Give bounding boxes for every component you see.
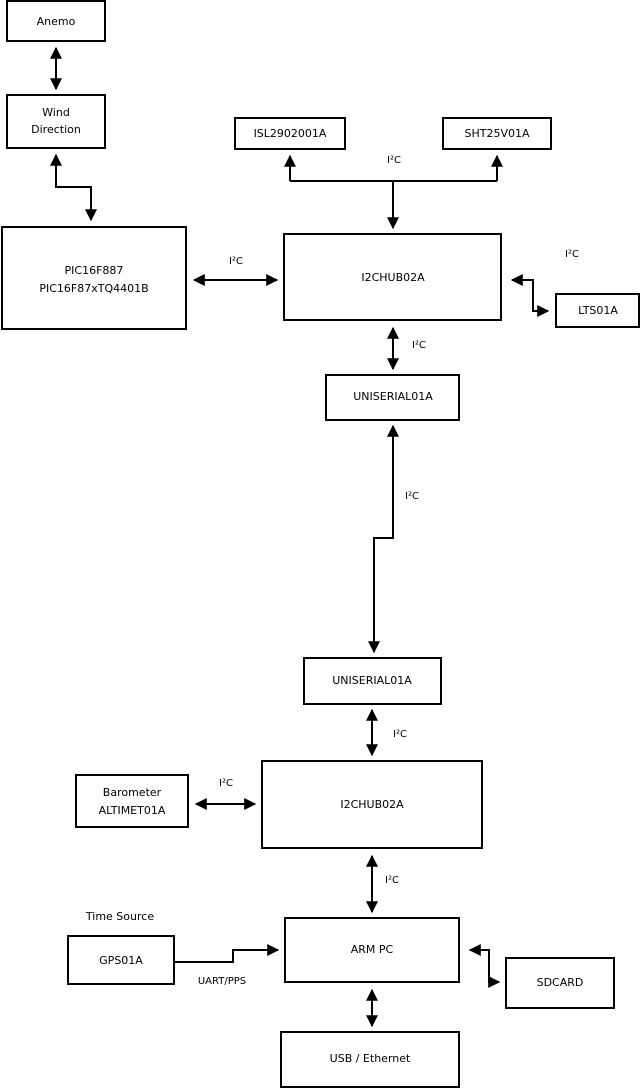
node-label: LTS01A [578,304,618,317]
node-box[interactable] [6,94,106,149]
node-label-line-1: PIC16F887 [65,264,124,277]
node-box[interactable] [442,117,552,150]
node-uniserial01a-lower[interactable]: UNISERIAL01A [303,657,442,705]
edge-label-i2chub-lts: I²C [565,249,579,260]
edge-label-barometer-i2chub: I²C [219,778,233,789]
node-box[interactable] [280,1031,460,1088]
node-box[interactable] [75,774,189,828]
edge-label-i2chub-arm-pc: I²C [385,875,399,886]
node-box[interactable] [1,226,187,330]
node-box[interactable] [555,293,640,328]
node-gps01a[interactable]: GPS01A [67,935,175,985]
node-label-line-1: Barometer [103,786,162,799]
node-i2chub02a-bottom[interactable]: I2CHUB02A [261,760,483,849]
edge-gps-arm-pc [174,944,280,963]
node-box[interactable] [303,657,442,705]
node-sdcard[interactable]: SDCARD [505,957,615,1009]
node-uniserial01a-upper[interactable]: UNISERIAL01A [325,374,460,421]
node-label: SHT25V01A [464,127,529,140]
connector-line [368,424,399,654]
node-box[interactable] [283,233,502,321]
node-label: USB / Ethernet [330,1052,411,1065]
node-box[interactable] [67,935,175,985]
node-isl2902001a[interactable]: ISL2902001A [234,117,346,150]
node-label: ARM PC [351,943,394,956]
connector-line [468,944,501,988]
node-label: ISL2902001A [254,127,327,140]
edge-label-gps-arm-pc: UART/PPS [198,976,246,987]
edge-i2chub-top-sensors [284,154,503,230]
node-anemo[interactable]: Anemo [6,0,106,42]
node-pic-microcontroller[interactable]: PIC16F887 PIC16F87xTQ4401B [1,226,187,330]
edge-uniserial-1-uniserial-2 [368,424,399,654]
edge-label-i2chub-uniserial: I²C [412,340,426,351]
node-barometer-altimet01a[interactable]: Barometer ALTIMET01A [75,774,189,828]
node-label-line-2: Direction [31,123,81,136]
edge-i2chub-top-lts [510,274,550,317]
node-label-line-2: ALTIMET01A [99,804,166,817]
node-usb-ethernet[interactable]: USB / Ethernet [280,1031,460,1088]
node-label: I2CHUB02A [340,798,404,811]
node-label: I2CHUB02A [361,271,425,284]
label-time-source: Time Source [85,910,154,923]
node-box[interactable] [284,917,460,983]
node-arm-pc[interactable]: ARM PC [284,917,460,983]
node-label: UNISERIAL01A [332,674,412,687]
node-sht25v01a[interactable]: SHT25V01A [442,117,552,150]
node-label: Anemo [37,15,76,28]
node-label: SDCARD [537,976,584,989]
node-lts01a[interactable]: LTS01A [555,293,640,328]
connector-line [50,153,97,222]
edge-wind-direction-pic [50,153,97,222]
connector-line [174,944,280,963]
node-box[interactable] [261,760,483,849]
node-label: UNISERIAL01A [353,390,433,403]
node-label-line-1: Wind [42,106,70,119]
edge-arm-pc-sdcard [468,944,501,988]
node-wind-direction[interactable]: Wind Direction [6,94,106,149]
node-i2chub02a-top[interactable]: I2CHUB02A [283,233,502,321]
edge-label-i2chub-sensors: I²C [387,155,401,166]
node-box[interactable] [6,0,106,42]
edge-label-uniserial-link: I²C [405,491,419,502]
connector-line [510,274,550,317]
node-box[interactable] [505,957,615,1009]
edge-label-pic-i2chub: I²C [229,256,243,267]
node-label-line-2: PIC16F87xTQ4401B [39,282,148,295]
node-box[interactable] [325,374,460,421]
node-box[interactable] [234,117,346,150]
edge-label-uniserial-i2chub-bottom: I²C [393,729,407,740]
node-label: GPS01A [99,954,143,967]
